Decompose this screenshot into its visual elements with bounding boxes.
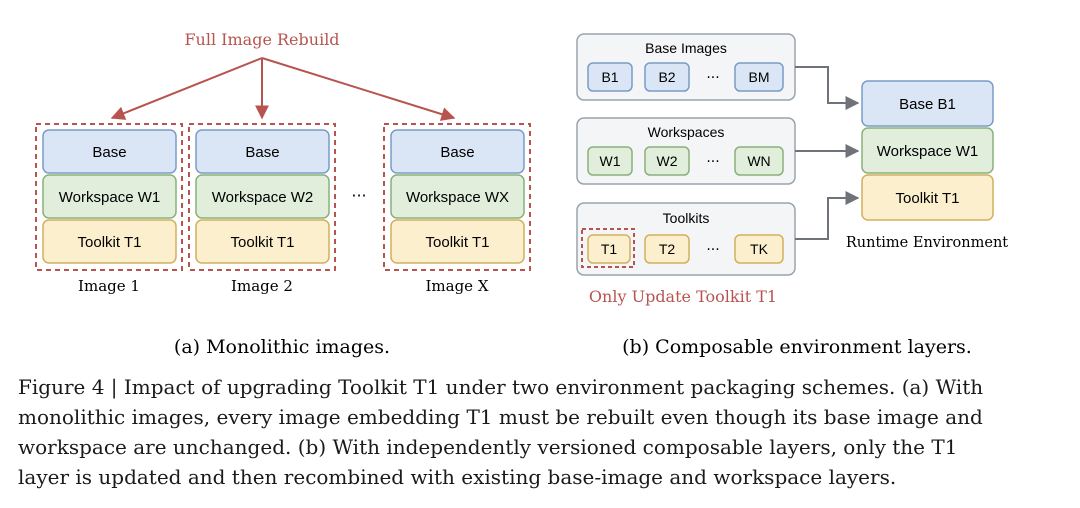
item-bm-label: BM <box>749 69 770 85</box>
base-images-ellipsis: ··· <box>706 70 719 86</box>
image-1-workspace-label: Workspace W1 <box>59 189 160 206</box>
group-base-images: Base Images B1 B2 ··· BM <box>576 33 796 101</box>
image-1-base-layer <box>42 129 177 174</box>
item-t1-label: T1 <box>601 241 618 257</box>
image-1-toolkit-layer <box>42 219 177 264</box>
item-w2 <box>644 146 690 176</box>
panel-a-subcaption: (a) Monolithic images. <box>174 336 390 358</box>
figure-caption: Figure 4 | Impact of upgrading Toolkit T… <box>18 372 1068 492</box>
image-2-workspace-layer <box>195 174 330 219</box>
image-1-caption: Image 1 <box>78 277 140 295</box>
runtime-base-label: Base B1 <box>899 96 956 113</box>
image-2-dashed-border <box>188 123 336 271</box>
runtime-toolkit-layer <box>861 174 994 221</box>
caption-line: layer is updated and then recombined wit… <box>18 465 897 489</box>
image-1-dashed-border <box>35 123 183 271</box>
image-2-base-layer <box>195 129 330 174</box>
caption-line: monolithic images, every image embedding… <box>18 405 983 429</box>
panel-a-ellipsis: ··· <box>351 186 366 205</box>
group-toolkits: Toolkits T1 T2 ··· TK <box>576 202 796 276</box>
image-2-base-label: Base <box>245 144 279 161</box>
panel-b-composable: Base Images B1 B2 ··· BM Workspaces W1 W… <box>576 33 1008 358</box>
image-x-toolkit-label: Toolkit T1 <box>426 234 490 251</box>
toolkits-ellipsis: ··· <box>706 242 719 258</box>
panel-b-subcaption: (b) Composable environment layers. <box>622 336 972 358</box>
image-2-toolkit-layer <box>195 219 330 264</box>
rebuild-arrows <box>110 57 456 121</box>
runtime-toolkit-label: Toolkit T1 <box>896 190 960 207</box>
workspaces-title: Workspaces <box>648 124 725 140</box>
only-update-label: Only Update Toolkit T1 <box>589 287 777 306</box>
rebuild-arrow-image-x <box>261 57 456 121</box>
t1-update-highlight <box>581 228 635 268</box>
image-2-caption: Image 2 <box>231 277 293 295</box>
arrow-base-to-runtime <box>795 66 860 110</box>
image-x-base-label: Base <box>440 144 474 161</box>
compose-arrows <box>795 66 860 240</box>
image-x-caption: Image X <box>425 277 488 295</box>
item-bm <box>734 62 784 92</box>
full-image-rebuild-label: Full Image Rebuild <box>184 30 339 49</box>
runtime-base-layer <box>861 80 994 127</box>
image-x-base-layer <box>390 129 525 174</box>
item-wn-label: WN <box>747 153 770 169</box>
runtime-workspace-layer <box>861 127 994 174</box>
item-b1-label: B1 <box>601 69 618 85</box>
item-w1-label: W1 <box>600 153 621 169</box>
image-x-dashed-border <box>383 123 531 271</box>
group-workspaces: Workspaces W1 W2 ··· WN <box>576 117 796 185</box>
image-1-workspace-layer <box>42 174 177 219</box>
item-t2 <box>644 234 690 264</box>
item-t1 <box>587 234 631 264</box>
image-2-workspace-label: Workspace W2 <box>212 189 313 206</box>
item-w1 <box>587 146 633 176</box>
item-t2-label: T2 <box>659 241 676 257</box>
runtime-environment-stack: Base B1 Workspace W1 Toolkit T1 Runtime … <box>846 80 1008 251</box>
image-x-workspace-label: Workspace WX <box>406 189 509 206</box>
image-2-stack: Base Workspace W2 Toolkit T1 Image 2 <box>188 123 336 295</box>
rebuild-arrow-image-1 <box>110 57 263 120</box>
runtime-workspace-label: Workspace W1 <box>877 143 978 160</box>
item-b2 <box>644 62 690 92</box>
caption-line: Figure 4 | Impact of upgrading Toolkit T… <box>18 375 984 399</box>
image-x-toolkit-layer <box>390 219 525 264</box>
item-w2-label: W2 <box>657 153 678 169</box>
workspaces-ellipsis: ··· <box>706 154 719 170</box>
item-b2-label: B2 <box>658 69 675 85</box>
panel-a-monolithic: Full Image Rebuild Base Workspace W1 Too… <box>35 30 531 358</box>
item-wn <box>734 146 784 176</box>
item-b1 <box>587 62 633 92</box>
image-x-workspace-layer <box>390 174 525 219</box>
image-1-toolkit-label: Toolkit T1 <box>78 234 142 251</box>
image-1-base-label: Base <box>92 144 126 161</box>
image-1-stack: Base Workspace W1 Toolkit T1 Image 1 <box>35 123 183 295</box>
image-x-stack: Base Workspace WX Toolkit T1 Image X <box>383 123 531 295</box>
caption-line: workspace are unchanged. (b) With indepe… <box>18 435 958 459</box>
arrow-toolkit-to-runtime <box>795 191 860 240</box>
image-2-toolkit-label: Toolkit T1 <box>231 234 295 251</box>
base-images-title: Base Images <box>645 40 727 56</box>
toolkits-title: Toolkits <box>663 210 710 226</box>
item-tk <box>734 234 784 264</box>
item-tk-label: TK <box>750 241 769 257</box>
runtime-environment-label: Runtime Environment <box>846 235 1008 251</box>
